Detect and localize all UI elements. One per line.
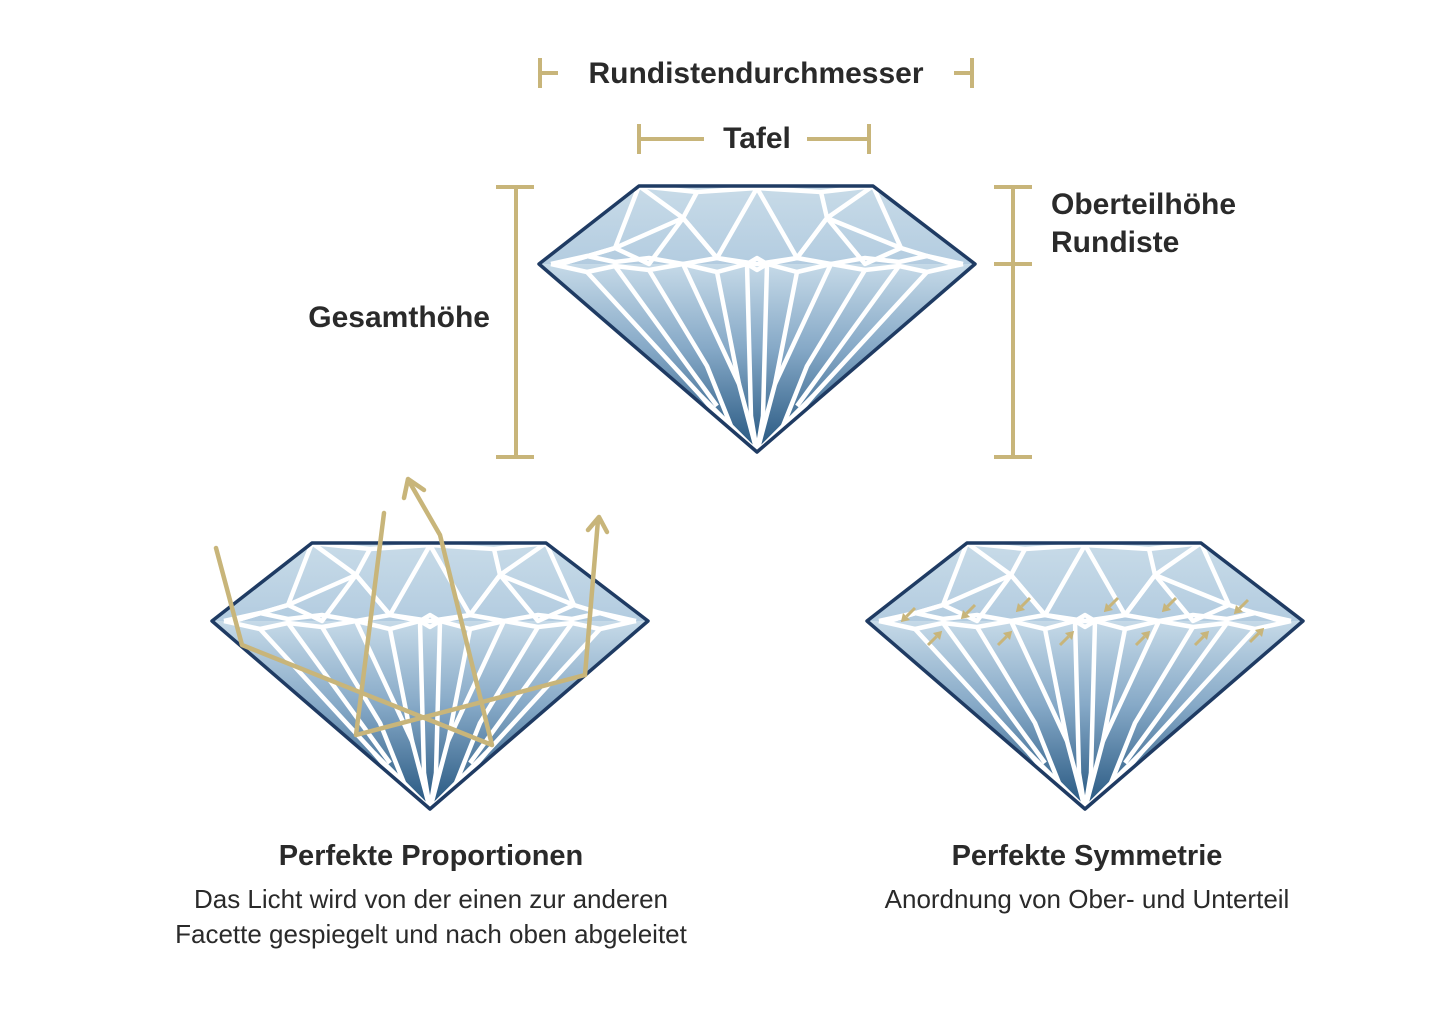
girdle-diameter-label: Rundistendurchmesser [588, 57, 923, 90]
symmetry-desc-line1: Anordnung von Ober- und Unterteil [885, 884, 1290, 914]
table-label: Tafel [723, 122, 791, 155]
crown-height-label: Oberteilhöhe [1051, 188, 1236, 221]
symmetry-arrows [900, 596, 1265, 647]
light-ray-paths [213, 476, 610, 748]
symmetry-title: Perfekte Symmetrie [952, 840, 1223, 872]
table-bracket [637, 124, 871, 154]
girdle-diameter-bracket [538, 58, 974, 88]
symmetry-diamond [867, 543, 1303, 809]
total-height-bracket [496, 185, 534, 459]
top-diamond [539, 186, 975, 452]
total-height-label: Gesamthöhe [308, 301, 490, 334]
crown-height-bracket [994, 185, 1032, 459]
proportions-title: Perfekte Proportionen [279, 840, 584, 872]
proportions-desc-line1: Das Licht wird von der einen zur anderen [194, 884, 668, 914]
proportions-desc-line2: Facette gespiegelt und nach oben abgelei… [175, 919, 687, 949]
girdle-label: Rundiste [1051, 226, 1179, 259]
